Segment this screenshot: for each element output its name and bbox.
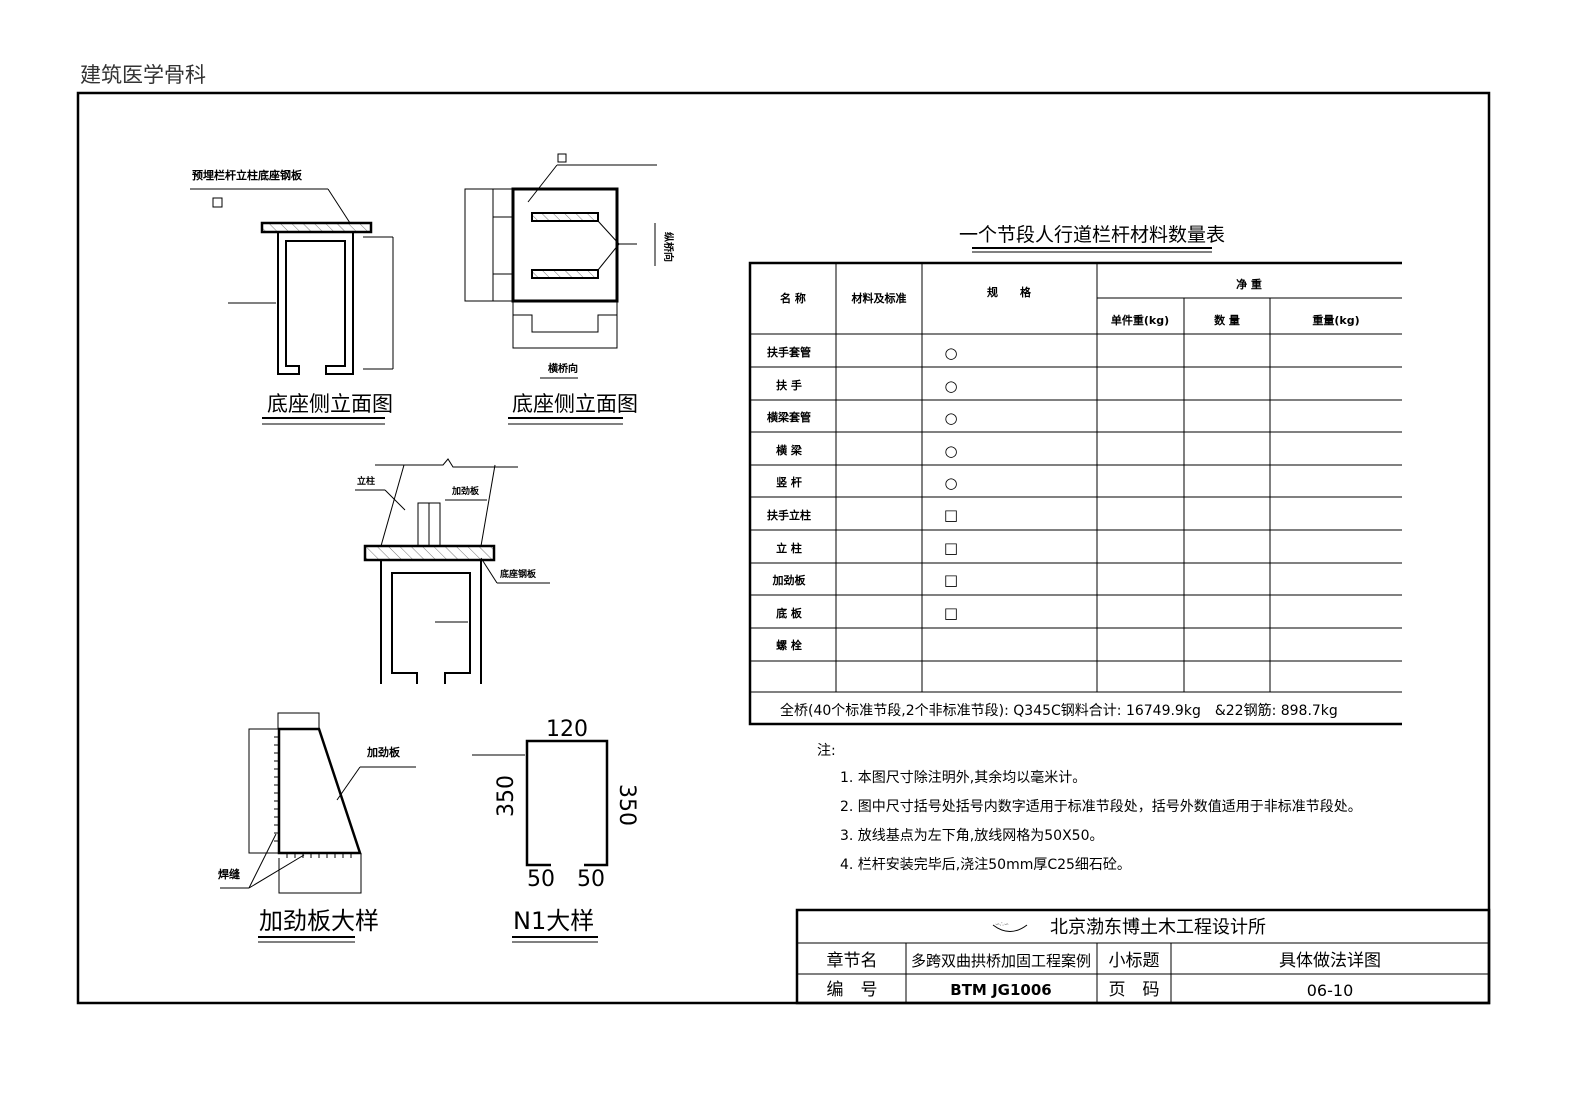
label-embedded-plate: 预埋栏杆立柱底座钢板	[192, 168, 303, 182]
spec-square-icon: □	[944, 571, 958, 589]
header-material: 材料及标准	[852, 291, 907, 305]
chapter-value: 多跨双曲拱桥加固工程案例	[911, 952, 1091, 970]
spec-square-icon: □	[944, 539, 958, 557]
spec-square-icon: □	[944, 604, 958, 622]
header-weight: 重量(kg)	[1312, 313, 1359, 327]
dim-bottom-left: 50	[527, 867, 555, 892]
title-stiffener-detail: 加劲板大样	[259, 907, 379, 935]
dim-right: 350	[614, 784, 639, 826]
base-side-elevation-2: 纵桥向 横桥向 底座侧立面图	[464, 153, 675, 425]
row-name: 扶手套管	[767, 345, 811, 359]
label-longitudinal: 纵桥向	[662, 232, 675, 262]
table-total: 全桥(40个标准节段,2个非标准节段): Q345C钢料合计: 16749.9k…	[780, 702, 1338, 719]
label-weld: 焊缝	[218, 867, 240, 881]
title-block: ∽∴∽ 北京渤东博土木工程设计所 章节名 多跨双曲拱桥加固工程案例 小标题 具体…	[795, 908, 1491, 1005]
sheet-frame	[76, 91, 1491, 1005]
spec-circle-icon: ○	[944, 377, 957, 395]
watermark-text: 建筑医学骨科	[80, 63, 206, 87]
row-name: 扶 手	[776, 378, 802, 392]
code-value: BTM JG1006	[950, 981, 1051, 999]
note-item: 3. 放线基点为左下角,放线网格为50X50。	[840, 827, 1103, 844]
spec-circle-icon: ○	[944, 344, 957, 362]
title-n1-detail: N1大样	[513, 907, 594, 935]
page-value: 06-10	[1307, 981, 1354, 1000]
spec-circle-icon: ○	[944, 474, 957, 492]
subtitle-value: 具体做法详图	[1279, 951, 1381, 971]
title-base-side-1: 底座侧立面图	[267, 392, 393, 416]
label-stiffener: 加劲板	[366, 745, 401, 759]
table-title: 一个节段人行道栏杆材料数量表	[959, 224, 1225, 246]
row-name: 螺 栓	[776, 638, 802, 652]
note-item: 2. 图中尺寸括号处括号内数字适用于标准节段处，括号外数值适用于非标准节段处。	[840, 799, 1362, 815]
stiffener-detail: 加劲板 焊缝 加劲板大样	[218, 712, 416, 943]
row-name: 扶手立柱	[767, 508, 811, 522]
page-label: 页 码	[1109, 980, 1160, 1000]
spec-square-icon: □	[944, 506, 958, 524]
subtitle-label: 小标题	[1109, 951, 1160, 971]
column-base-detail: 立柱 加劲板 底座钢板	[355, 458, 550, 684]
label-transverse: 横桥向	[548, 362, 578, 375]
company-name: 北京渤东博土木工程设计所	[1050, 917, 1266, 938]
row-name: 立 柱	[776, 541, 802, 555]
dim-top: 120	[546, 717, 588, 742]
dim-left: 350	[494, 775, 519, 817]
table-spec-symbols: ○ ○ ○ ○ ○ □ □ □ □	[944, 344, 958, 622]
header-unit-weight: 单件重(kg)	[1111, 313, 1169, 327]
header-name: 名 称	[780, 291, 806, 305]
base-side-elevation-1: 预埋栏杆立柱底座钢板 底座侧立面图	[190, 168, 394, 425]
chapter-label: 章节名	[827, 951, 878, 971]
header-net-weight: 净 重	[1236, 277, 1262, 291]
row-name: 加劲板	[772, 573, 807, 587]
label-column: 立柱	[357, 475, 375, 487]
note-item: 1. 本图尺寸除注明外,其余均以毫米计。	[840, 769, 1086, 786]
n1-detail: 120 350 350 50 50 N1大样	[472, 717, 639, 943]
header-quantity: 数 量	[1214, 313, 1240, 327]
company-logo-icon: ∽∴∽	[992, 921, 1028, 932]
spec-circle-icon: ○	[944, 409, 957, 427]
notes-heading: 注:	[817, 743, 836, 759]
label-column-stiffener: 加劲板	[451, 485, 480, 497]
table-rows: 扶手套管 扶 手 横梁套管 横 梁 竖 杆 扶手立柱 立 柱 加劲板 底 板 螺…	[767, 345, 811, 652]
notes: 注: 1. 本图尺寸除注明外,其余均以毫米计。 2. 图中尺寸括号处括号内数字适…	[817, 743, 1362, 873]
spec-circle-icon: ○	[944, 442, 957, 460]
code-label: 编 号	[827, 980, 878, 1000]
material-table: 一个节段人行道栏杆材料数量表 名 称 材料及标准 规 格 净 重 单件重(kg)…	[748, 224, 1402, 726]
row-name: 横 梁	[776, 443, 803, 457]
row-name: 竖 杆	[776, 475, 802, 489]
note-item: 4. 栏杆安装完毕后,浇注50mm厚C25细石砼。	[840, 857, 1131, 873]
row-name: 横梁套管	[767, 410, 811, 424]
label-base-plate: 底座钢板	[500, 568, 537, 580]
svg-text:∽∴∽: ∽∴∽	[995, 921, 1009, 928]
header-spec: 规 格	[987, 285, 1032, 299]
title-base-side-2: 底座侧立面图	[512, 392, 638, 416]
row-name: 底 板	[776, 606, 803, 620]
dim-bottom-right: 50	[577, 867, 605, 892]
